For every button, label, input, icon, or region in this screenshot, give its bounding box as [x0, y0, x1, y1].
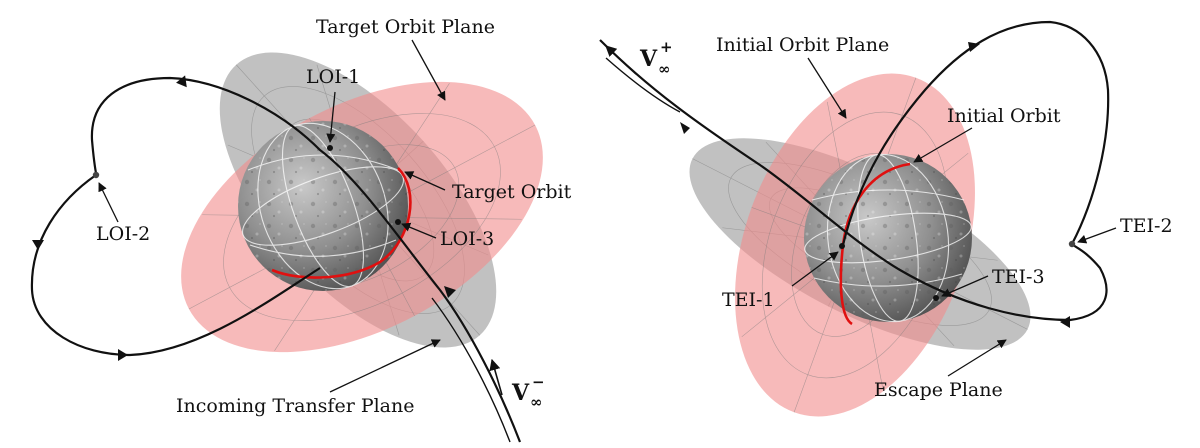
leader-tei-2	[1077, 227, 1117, 244]
label-initial-orbit-plane: Initial Orbit Plane	[716, 34, 889, 56]
left-panel: Target Orbit Plane LOI-1 Target Orbit LO…	[30, 16, 572, 443]
traj-arrow-3	[118, 349, 128, 361]
leader-loi-2	[98, 182, 119, 223]
leader-tei-1	[791, 251, 839, 287]
loi-2-point	[92, 171, 100, 179]
leader-escape-plane	[947, 339, 1007, 377]
incoming-parallel-line	[431, 297, 511, 443]
label-loi-1: LOI-1	[306, 66, 360, 88]
label-tei-3: TEI-3	[992, 266, 1045, 288]
tei-1-point	[839, 243, 845, 249]
tei2-loop	[841, 20, 1110, 246]
tei-3-point	[933, 295, 939, 301]
label-v-inf-minus: V	[511, 380, 530, 406]
traj-arrow-4	[444, 286, 456, 298]
label-v-inf-plus: V	[639, 46, 658, 72]
label-tei-1: TEI-1	[722, 289, 775, 311]
label-v-inf-minus-sub: ∞	[530, 393, 543, 411]
escape-parallel-line	[605, 57, 681, 113]
loi2-loop	[30, 174, 321, 357]
moon-right	[804, 153, 972, 323]
tei-2-point	[1068, 240, 1076, 248]
label-loi-3: LOI-3	[440, 228, 494, 250]
traj-arrow-1	[176, 75, 187, 88]
label-incoming-transfer-plane: Incoming Transfer Plane	[176, 395, 415, 417]
leader-loi-1	[326, 91, 336, 143]
loi-1-point	[327, 145, 333, 151]
esc-arrow-1	[680, 122, 690, 134]
incoming-trajectory	[90, 76, 522, 443]
leader-tei-3	[941, 275, 989, 297]
target-orbit-left	[271, 167, 412, 279]
escape-trajectory	[599, 39, 1108, 322]
label-v-inf-plus-sub: ∞	[658, 60, 671, 78]
leader-incoming-plane	[329, 339, 441, 393]
right-panel: Initial Orbit Plane Initial Orbit TEI-2 …	[599, 20, 1173, 417]
label-v-inf-plus-sup: +	[660, 38, 673, 56]
leader-initial-orbit	[913, 127, 973, 163]
v-inf-plus-arrow	[605, 45, 637, 75]
label-v-inf-minus-sup: −	[532, 373, 545, 391]
leader-initial-orbit-plane	[807, 57, 847, 119]
label-initial-orbit: Initial Orbit	[947, 105, 1061, 127]
leader-target-orbit	[404, 171, 446, 191]
esc-arrow-2	[968, 42, 980, 52]
label-target-orbit: Target Orbit	[452, 181, 572, 203]
loi-3-point	[395, 219, 401, 225]
leader-target-orbit-plane	[411, 39, 446, 101]
leader-loi-3	[401, 222, 437, 239]
label-target-orbit-plane: Target Orbit Plane	[316, 16, 495, 38]
esc-arrow-3	[1060, 316, 1070, 328]
label-tei-2: TEI-2	[1120, 215, 1173, 237]
label-loi-2: LOI-2	[96, 223, 150, 245]
v-inf-minus-arrow	[489, 358, 503, 396]
label-escape-plane: Escape Plane	[874, 379, 1003, 401]
traj-arrow-2	[32, 240, 44, 250]
